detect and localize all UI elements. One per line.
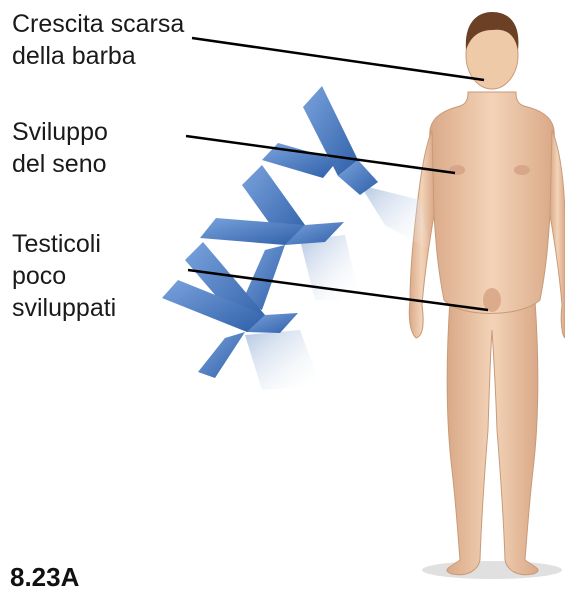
y-chromosome (262, 86, 378, 195)
label-testes: Testicoli poco sviluppati (12, 228, 116, 324)
torso (429, 92, 555, 314)
label-beard-line2: della barba (12, 40, 184, 72)
figure-number: 8.23A (10, 562, 79, 593)
label-beard-line1: Crescita scarsa (12, 8, 184, 40)
leader-line-beard (192, 38, 484, 80)
label-testes-line2: poco (12, 260, 116, 292)
right-arm (550, 130, 565, 338)
chromosome-group (162, 86, 430, 390)
label-breast-line2: del seno (12, 148, 108, 180)
human-figure (409, 12, 565, 579)
label-breast: Sviluppo del seno (12, 116, 108, 180)
legs (447, 300, 538, 575)
label-breast-line1: Sviluppo (12, 116, 108, 148)
label-testes-line1: Testicoli (12, 228, 116, 260)
label-beard: Crescita scarsa della barba (12, 8, 184, 72)
label-testes-line3: sviluppati (12, 292, 116, 324)
